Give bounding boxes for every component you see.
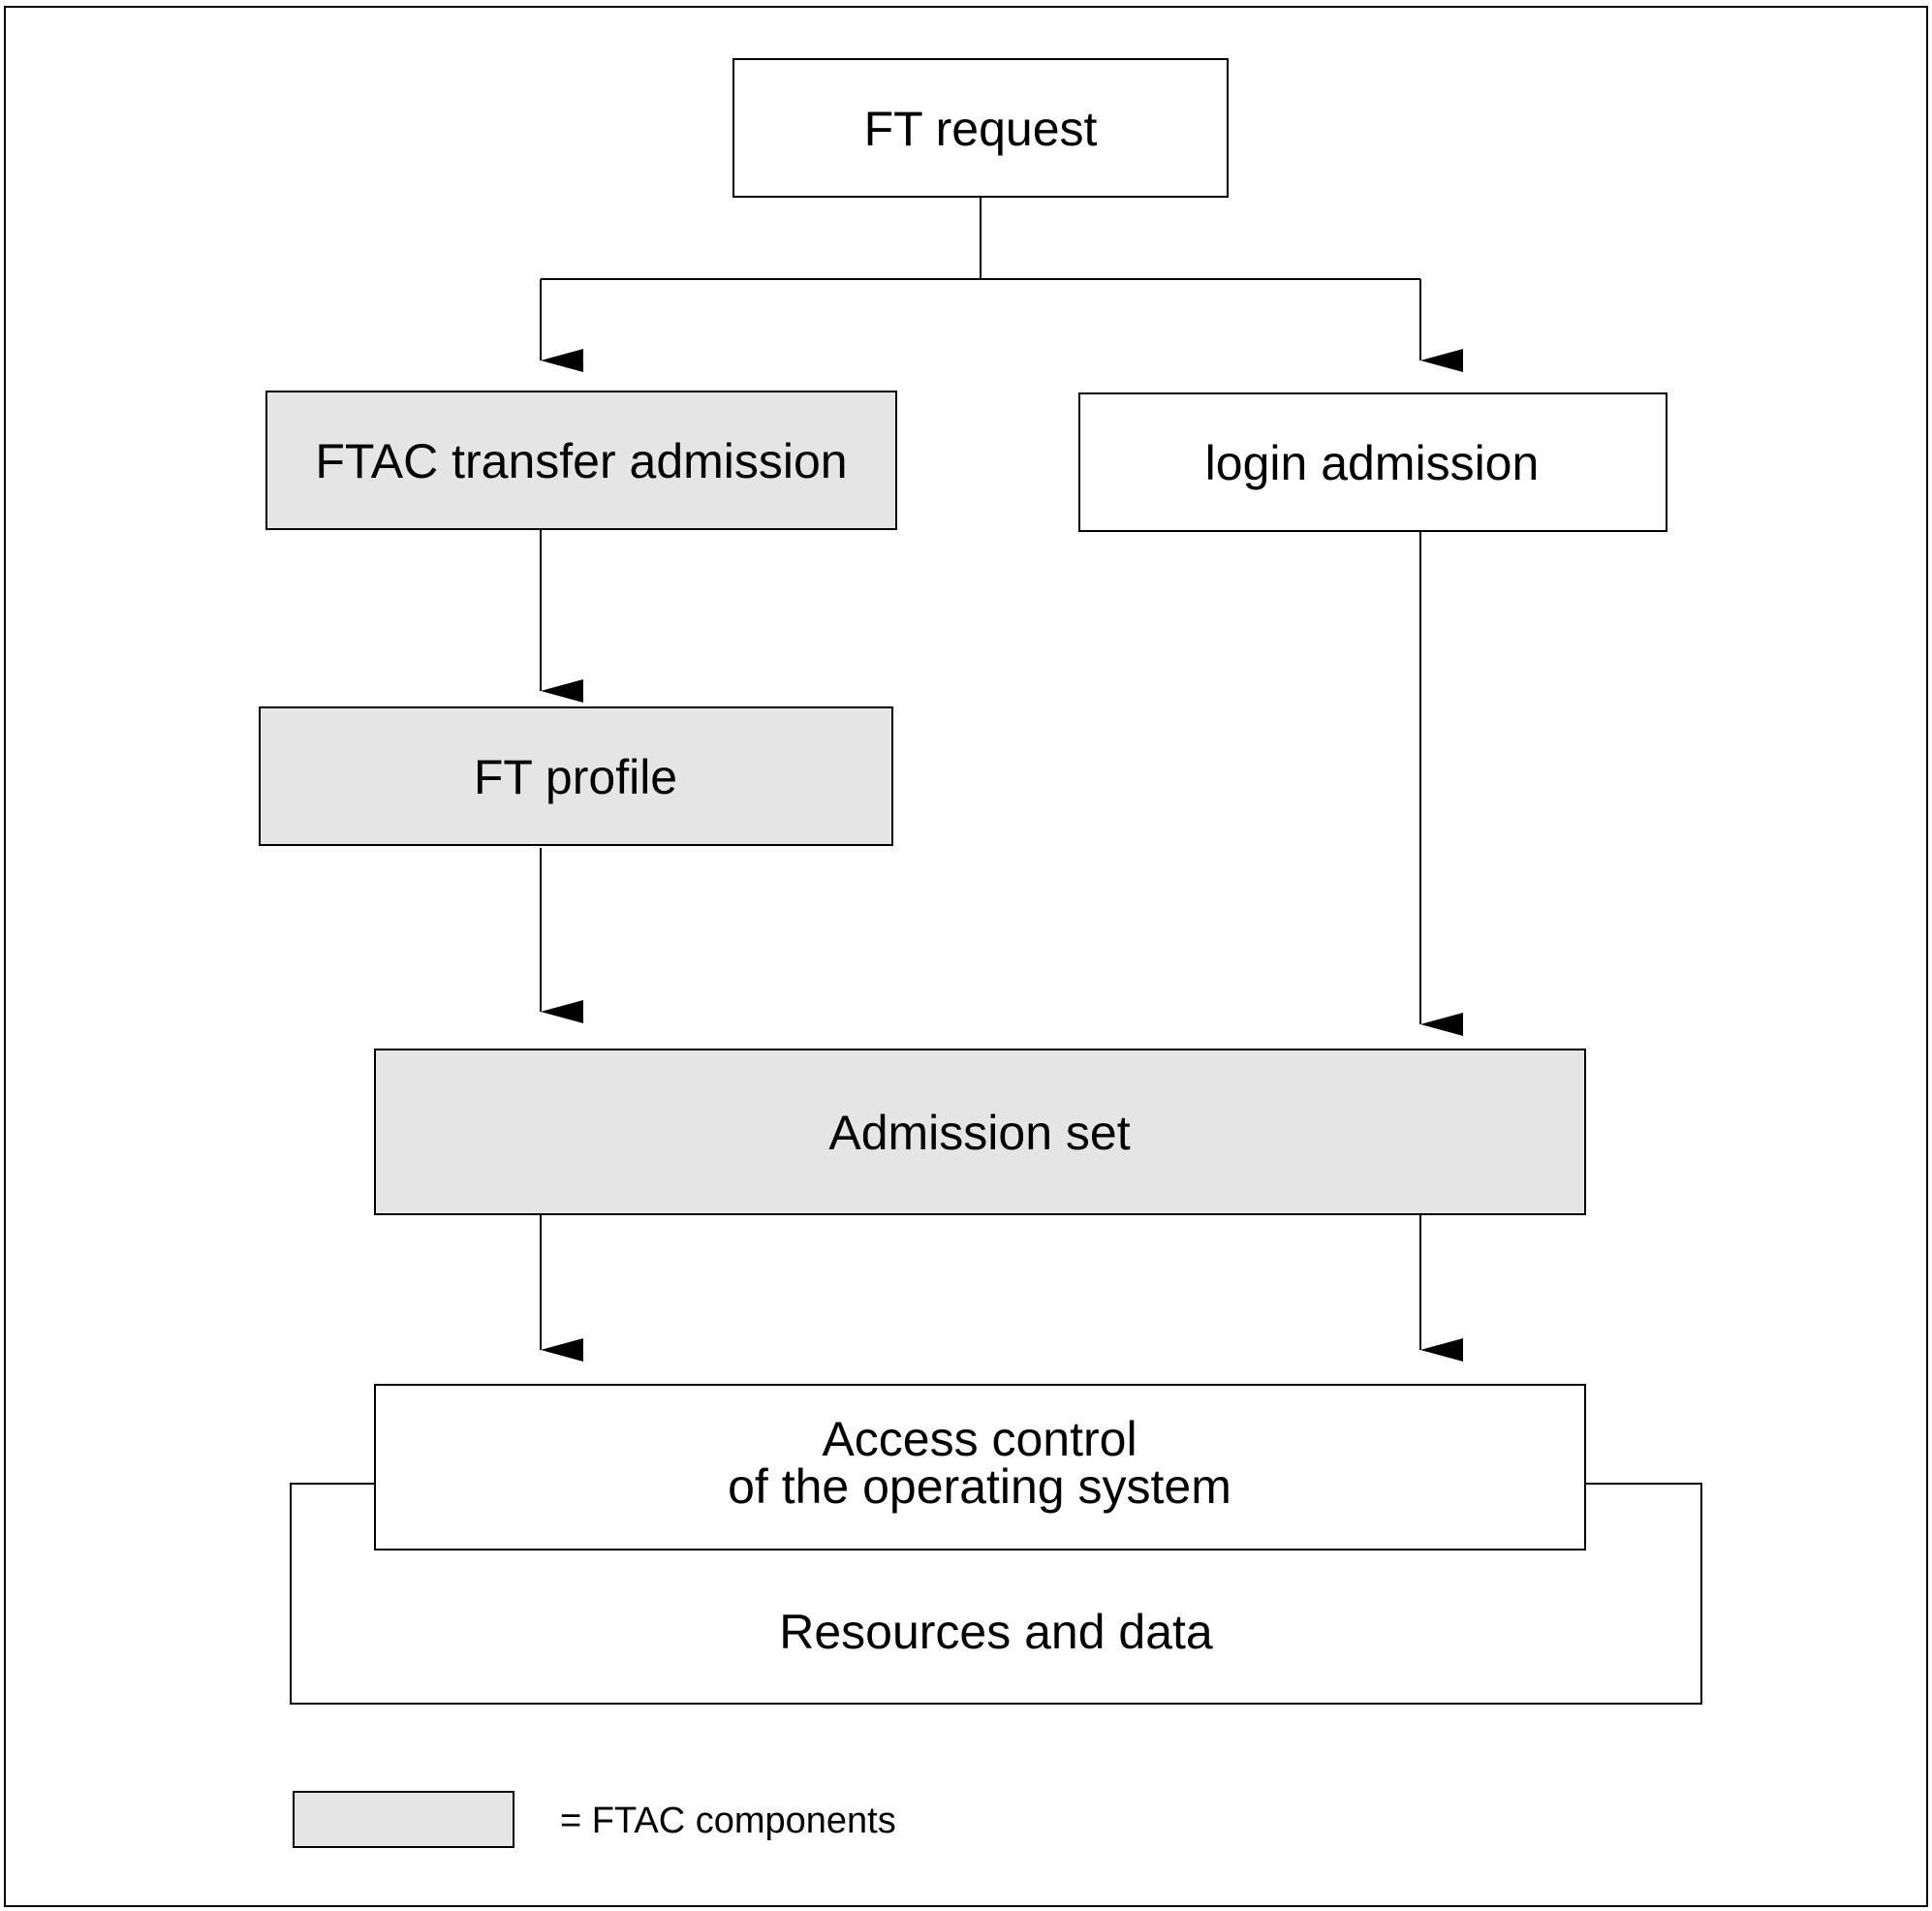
ft-profile-box [259,706,893,846]
admission-set-node: Admission set [374,1049,1586,1215]
ft-profile-node: FT profile [259,706,893,846]
ft-request-box [732,58,1229,198]
legend-label: = FTAC components [560,1801,896,1841]
login-admission-node: login admission [1078,392,1667,532]
split-connector [540,197,1463,372]
ft-request-node: FT request [732,58,1229,198]
ftac-transfer-admission-node: FTAC transfer admission [265,391,897,530]
access-control-label-line1: Access control [822,1412,1137,1466]
admission-set-box [374,1049,1586,1215]
access-control-box [374,1384,1586,1551]
ft-profile-label: FT profile [474,750,677,804]
ft-request-label: FT request [864,102,1098,156]
outer-frame [4,6,1928,1907]
admission-set-label: Admission set [828,1106,1130,1160]
ftac-transfer-admission-label: FTAC transfer admission [315,434,847,488]
resources-and-data-label: Resources and data [779,1605,1213,1659]
login-admission-box [1078,392,1667,532]
access-control-node: Access control of the operating system [374,1384,1586,1551]
login-admission-label: login admission [1205,436,1540,490]
ftac-transfer-admission-box [265,391,897,530]
legend-swatch [293,1791,514,1848]
legend: = FTAC components [293,1791,896,1848]
access-control-label-line2: of the operating system [728,1459,1231,1514]
